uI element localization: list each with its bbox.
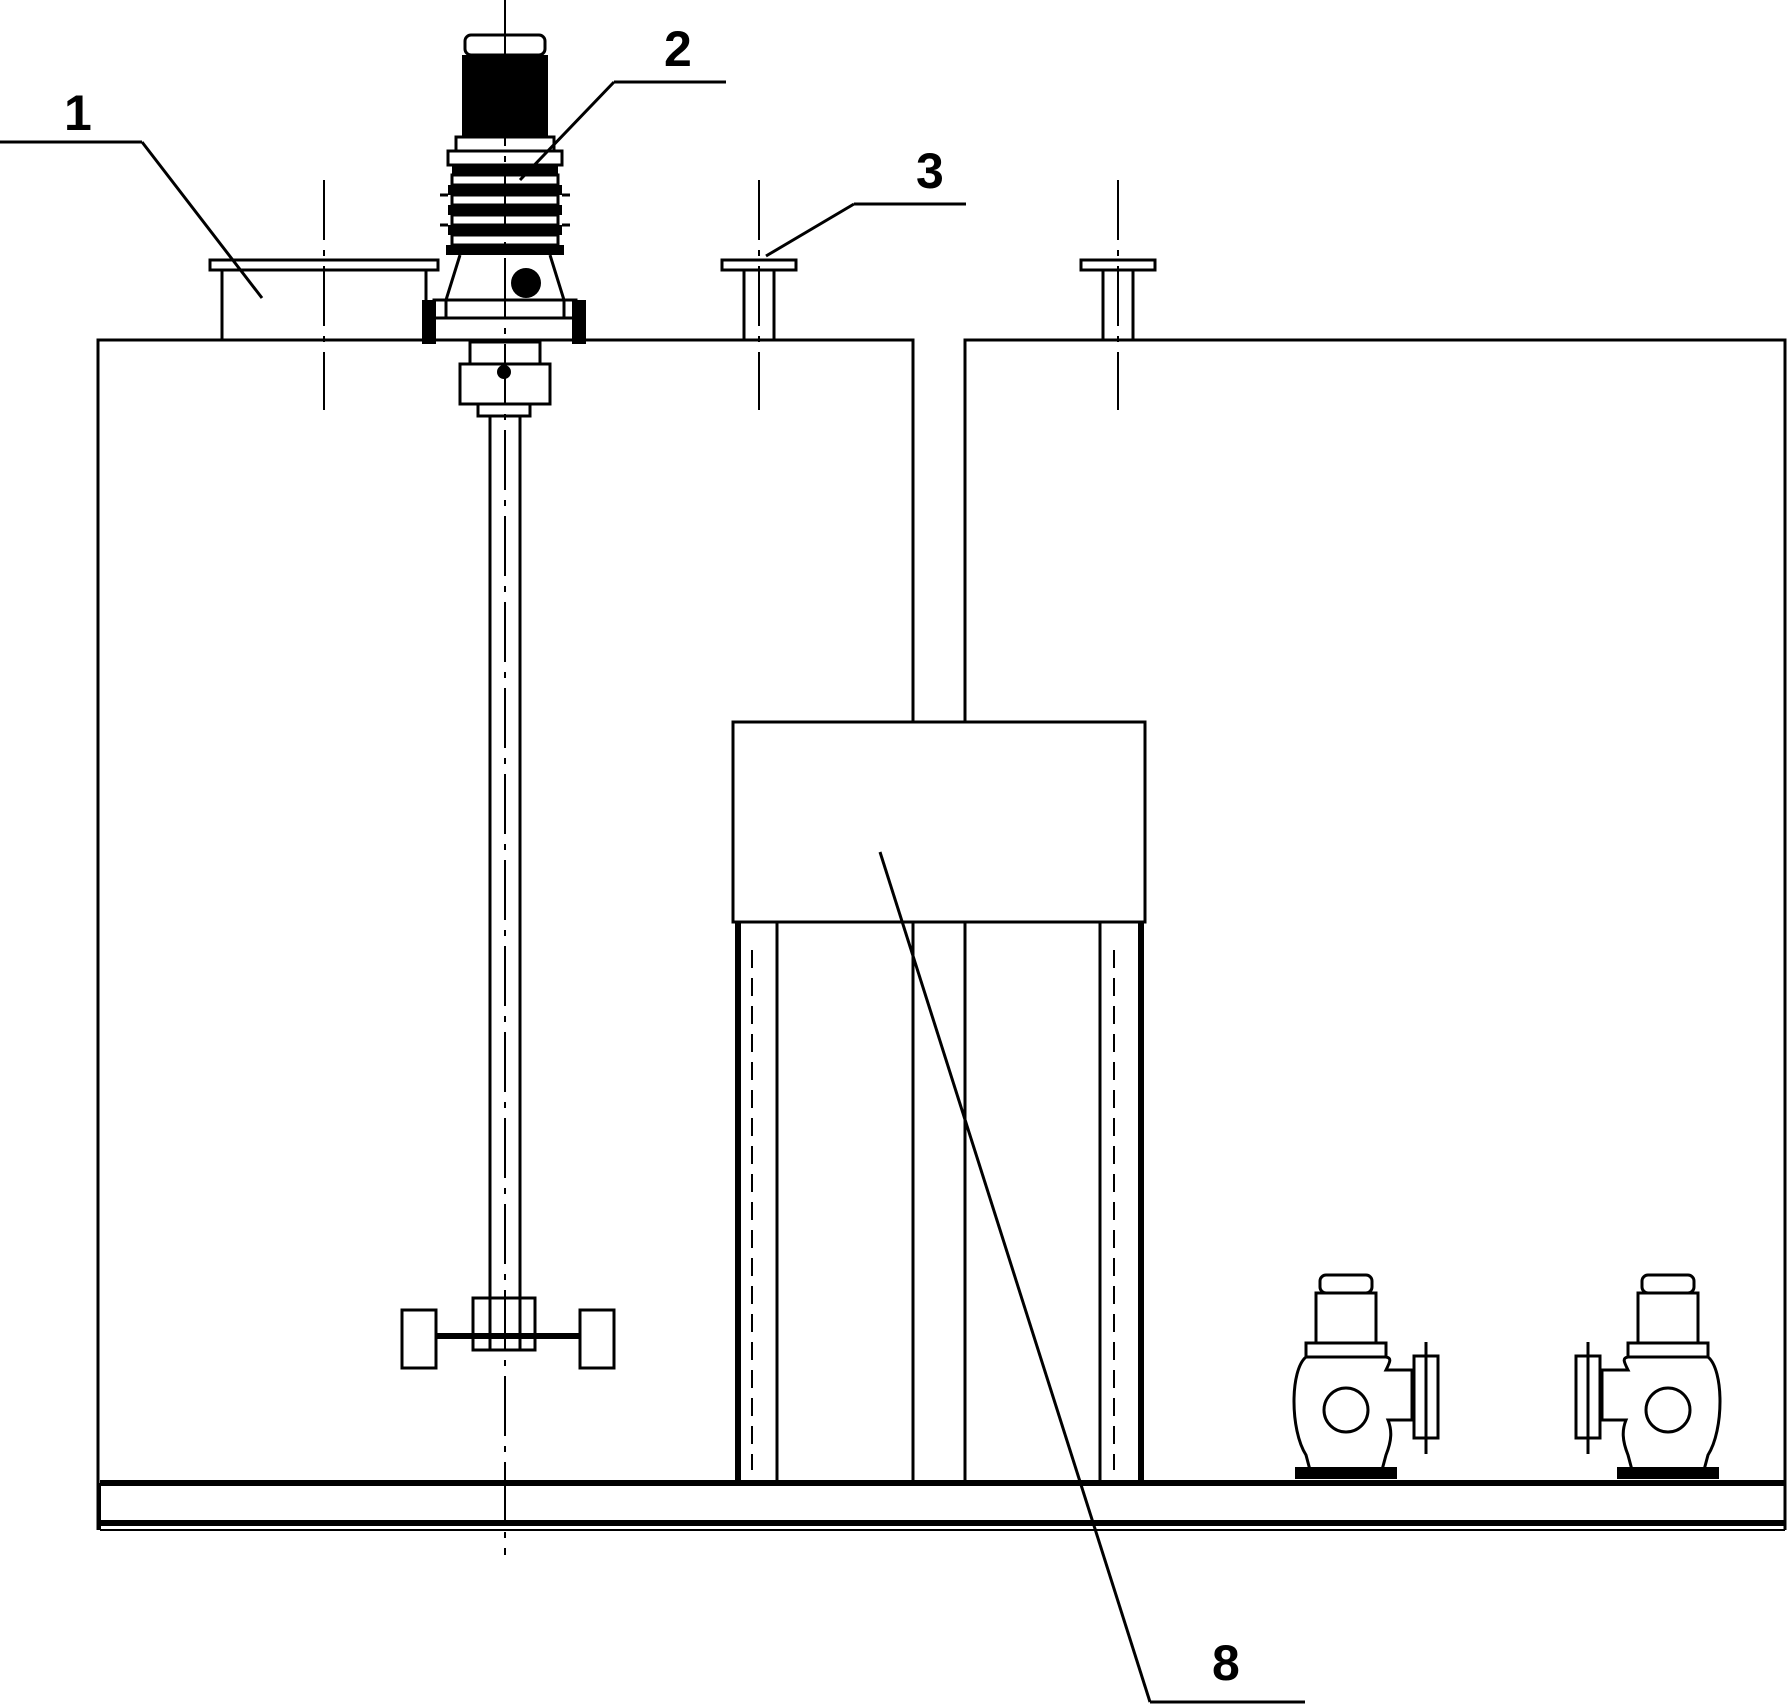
callout-8: 8 [1212, 1635, 1240, 1691]
callout-2: 2 [664, 21, 692, 77]
callout-3: 3 [916, 143, 944, 199]
tank-outline [96, 338, 1787, 1531]
overflow-weir [731, 720, 1147, 1483]
leader-lines [0, 80, 1305, 1704]
manhole-nozzle [208, 180, 440, 410]
agitator-assembly [400, 0, 616, 1555]
pipe-nozzle-2 [1079, 180, 1157, 410]
pipe-nozzle-1 [720, 180, 798, 410]
callout-1: 1 [64, 85, 92, 141]
pump-1 [1292, 1273, 1440, 1479]
pump-2 [1574, 1273, 1722, 1479]
